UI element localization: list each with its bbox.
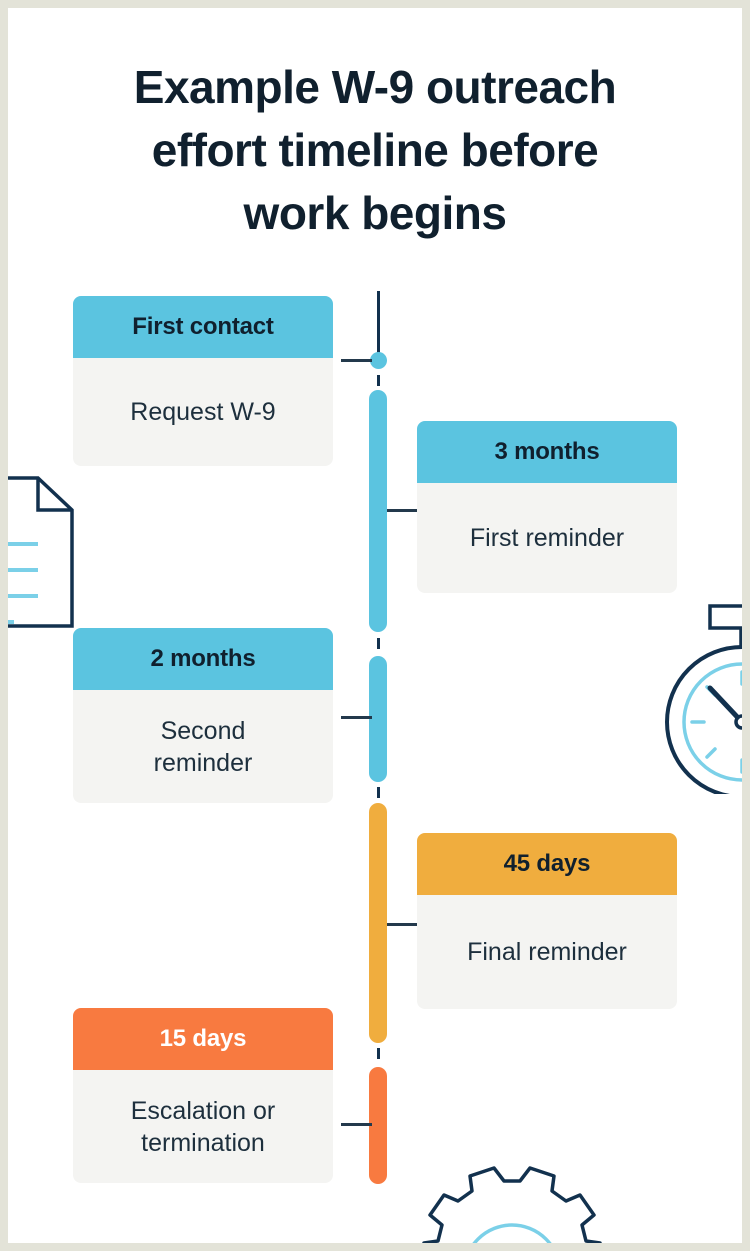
card-body-first-contact: Request W-9 — [73, 358, 333, 466]
spine-marker-dot-step-1 — [370, 352, 387, 369]
card-label-first-contact: First contact — [132, 313, 274, 340]
timeline-card-first-contact[interactable]: First contact Request W-9 — [73, 296, 333, 466]
spine-dash-2 — [377, 638, 380, 649]
card-header-3-months: 3 months — [417, 421, 677, 483]
card-header-15-days: 15 days — [73, 1008, 333, 1070]
card-body-2-months: Second reminder — [73, 690, 333, 803]
timeline-spine — [8, 8, 742, 1243]
card-header-45-days: 45 days — [417, 833, 677, 895]
spine-dash-3 — [377, 787, 380, 798]
timeline-card-45-days[interactable]: 45 days Final reminder — [417, 833, 677, 1009]
connector-step-3 — [341, 716, 372, 719]
card-body-45-days: Final reminder — [417, 895, 677, 1009]
card-label-15-days: 15 days — [159, 1025, 247, 1052]
gear-icon — [422, 1166, 602, 1243]
card-description-3-months: First reminder — [469, 524, 625, 552]
spine-dash-4 — [377, 1048, 380, 1059]
spine-segment-step-2 — [369, 390, 387, 632]
card-description-15-days: Escalation or termination — [130, 1096, 276, 1157]
spine-segment-step-4 — [369, 803, 387, 1043]
card-label-3-months: 3 months — [494, 438, 600, 465]
card-description-first-contact: Request W-9 — [130, 398, 276, 426]
card-label-45-days: 45 days — [503, 850, 591, 877]
spine-dash-1 — [377, 375, 380, 386]
connector-step-4 — [387, 923, 418, 926]
card-header-2-months: 2 months — [73, 628, 333, 690]
timeline-card-15-days[interactable]: 15 days Escalation or termination — [73, 1008, 333, 1183]
page-title: Example W-9 outreach effort timeline bef… — [133, 61, 617, 239]
connector-step-2 — [387, 509, 418, 512]
card-description-45-days: Final reminder — [467, 938, 627, 966]
card-label-2-months: 2 months — [150, 645, 256, 672]
card-header-first-contact: First contact — [73, 296, 333, 358]
stopwatch-icon — [665, 604, 742, 794]
spine-segment-step-5 — [369, 1067, 387, 1184]
infographic-page: Example W-9 outreach effort timeline bef… — [8, 8, 742, 1243]
card-body-15-days: Escalation or termination — [73, 1070, 333, 1183]
card-description-2-months: Second reminder — [153, 716, 253, 777]
spine-top-line — [377, 291, 380, 353]
document-icon — [8, 476, 74, 628]
connector-step-1 — [341, 359, 372, 362]
card-body-3-months: First reminder — [417, 483, 677, 593]
timeline-card-3-months[interactable]: 3 months First reminder — [417, 421, 677, 593]
connector-step-5 — [341, 1123, 372, 1126]
timeline-card-2-months[interactable]: 2 months Second reminder — [73, 628, 333, 803]
spine-segment-step-3 — [369, 656, 387, 782]
